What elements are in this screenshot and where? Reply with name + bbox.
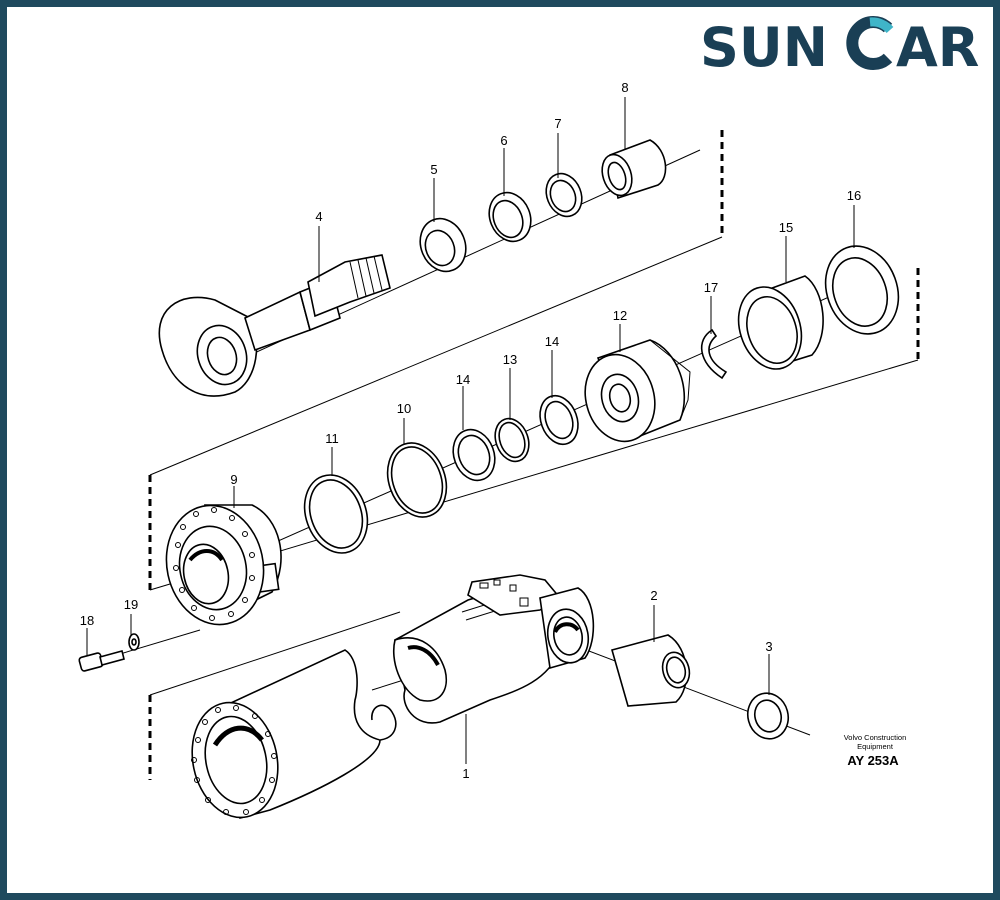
part-16-seal <box>824 245 900 335</box>
callout-16: 16 <box>847 188 861 203</box>
callout-7: 7 <box>554 116 561 131</box>
callout-19: 19 <box>124 597 138 612</box>
part-7-wiper-ring <box>545 172 583 218</box>
part-8-bushing <box>601 139 667 200</box>
part-13-seal <box>494 417 530 463</box>
callout-14-left: 14 <box>456 372 470 387</box>
part-14-seal-right <box>539 394 579 446</box>
group-frame-tube <box>148 611 401 780</box>
part-6-guide-ring <box>488 191 532 243</box>
group-frame-rod <box>149 130 724 476</box>
part-9-cylinder-head <box>165 504 282 626</box>
callout-1: 1 <box>462 766 469 781</box>
logo-text-right: AR <box>896 16 979 72</box>
callout-12: 12 <box>613 308 627 323</box>
part-3-seal <box>746 692 790 740</box>
logo-c-mark <box>846 16 894 70</box>
part-12-piston <box>584 339 691 443</box>
callout-14-right: 14 <box>545 334 559 349</box>
part-5-seal <box>419 217 467 273</box>
callout-10: 10 <box>397 401 411 416</box>
callout-17: 17 <box>704 280 718 295</box>
callout-15: 15 <box>779 220 793 235</box>
caption-line-2: Equipment <box>857 742 894 751</box>
part-1-cylinder-tube <box>191 574 595 819</box>
part-18-bolt <box>78 650 125 672</box>
logo-text-left: SUN <box>700 16 828 72</box>
callout-2: 2 <box>650 588 657 603</box>
callout-13: 13 <box>503 352 517 367</box>
part-11-o-ring <box>303 474 369 554</box>
callout-6: 6 <box>500 133 507 148</box>
figure-caption: Volvo Construction Equipment AY 253A <box>844 733 907 768</box>
part-4-piston-rod <box>158 254 391 397</box>
part-19-washer <box>128 633 140 651</box>
part-10-o-ring <box>386 442 448 518</box>
part-17-clip <box>700 328 728 380</box>
callout-9: 9 <box>230 472 237 487</box>
callout-8: 8 <box>621 80 628 95</box>
callout-labels: 8 7 6 5 4 16 15 17 12 14 13 14 10 11 9 1… <box>80 80 861 781</box>
callout-11: 11 <box>325 431 339 446</box>
caption-code: AY 253A <box>847 753 899 768</box>
callout-5: 5 <box>430 162 437 177</box>
part-15-ring <box>737 275 824 370</box>
part-2-bushing <box>611 634 691 707</box>
callout-3: 3 <box>765 639 772 654</box>
part-14-seal-left <box>452 428 496 482</box>
callout-4: 4 <box>315 209 322 224</box>
callout-18: 18 <box>80 613 94 628</box>
suncar-logo: SUN AR <box>700 16 979 72</box>
leader-lines <box>86 97 855 764</box>
caption-line-1: Volvo Construction <box>844 733 907 742</box>
